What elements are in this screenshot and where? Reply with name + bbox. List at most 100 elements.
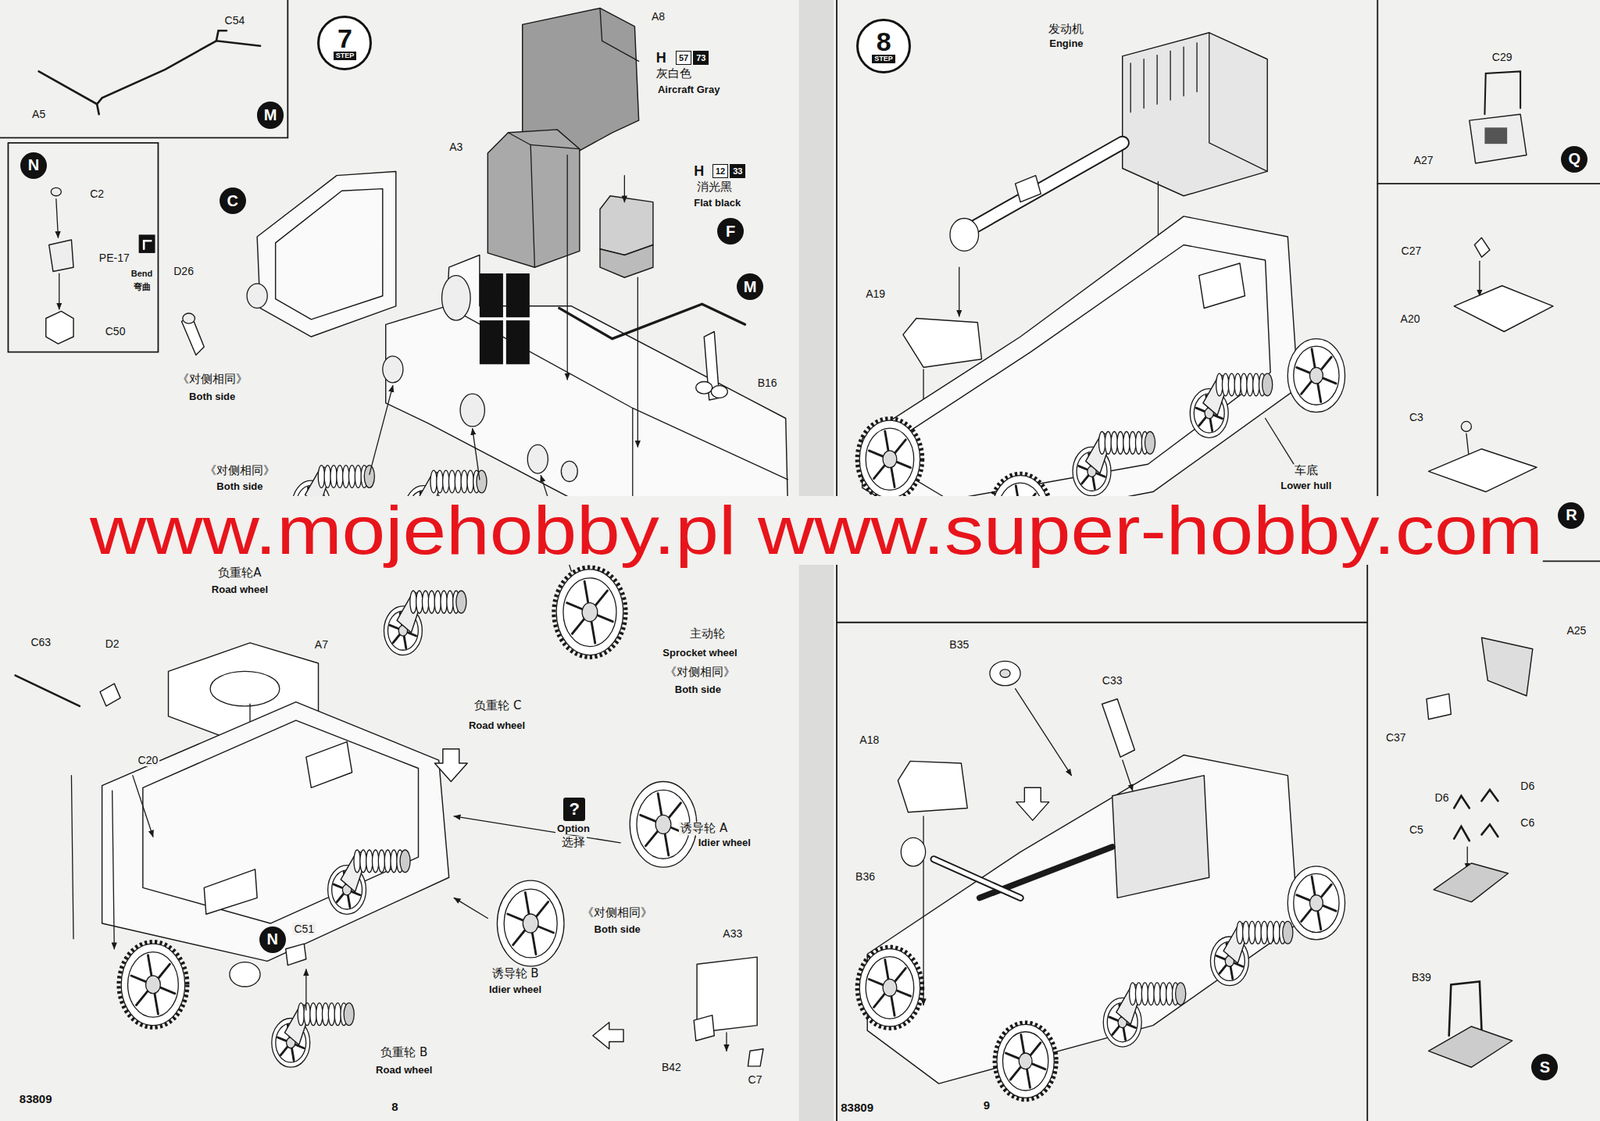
wheel-spoke [1296,367,1312,374]
wheel-spoke [158,986,175,994]
spring-cap [400,850,411,873]
leader-line [567,155,568,380]
hatch-grille [506,273,530,318]
panel-edge [530,144,535,268]
wheel-spoke [1026,1067,1030,1089]
coil-spring [1153,982,1161,1006]
part-name-chinese: 主动轮 [688,628,727,642]
part-number: D6 [1433,791,1451,804]
part-name-chinese: 车底 [1292,464,1320,479]
callout-letter: Q [1560,146,1588,173]
wheel-spoke [157,964,170,980]
part-number: D26 [171,264,196,278]
wheel-disc [1293,873,1340,933]
part-number: A8 [650,10,667,23]
flange-part [989,660,1021,686]
hatch-grille [506,320,530,365]
wheel-spoke [507,914,525,922]
inset-frame [1366,560,1368,1121]
spring-cap [364,465,375,489]
callout-letter: M [736,273,764,300]
part-name-chinese: 《对侧相同》 [175,372,250,386]
inset-frame [1377,182,1600,185]
node-label: N [28,156,40,175]
transmission-cover [903,318,983,368]
wheel-disc [128,952,179,1018]
part-number: A7 [313,638,330,651]
wheel-spoke [1082,474,1090,484]
coil-spring [1166,982,1173,1006]
handle-part [1484,71,1521,115]
stowage-box [1199,263,1246,308]
sprocket-teeth [857,418,922,500]
part-name-chinese: 选择 [560,835,587,850]
node-label: M [264,106,278,125]
coil-spring [317,465,325,489]
coil-spring [378,850,385,873]
coil-spring [1135,431,1142,454]
stowage-box [203,869,258,915]
paint-code-prefix: H [692,163,706,180]
part-name-chinese: 《对侧相同》 [580,906,654,920]
part-name-chinese: 《对侧相同》 [203,464,277,479]
wheel-spoke [347,893,350,908]
coil-spring [1228,373,1235,397]
wheel-spoke [868,978,885,986]
coil-spring [434,590,441,614]
part-name-chinese: 负重轮 C [472,699,523,713]
page-number: 83809 [839,1101,875,1115]
engine-detail [1169,50,1171,100]
hook-part [1481,789,1498,801]
wheel-spoke [1301,907,1313,922]
stowage-box [306,742,353,789]
coil-spring [416,590,423,614]
hull-outline [867,755,1298,1085]
color-code: 73 [692,50,709,65]
leader-line [112,790,115,949]
small-part [100,683,121,707]
hub [460,393,485,427]
wheel-spoke [645,829,659,847]
coil-spring [1260,921,1268,944]
part-number: C20 [136,753,161,767]
wheel-spoke [333,884,344,889]
engine-detail [1196,42,1197,93]
part-number: C5 [1407,823,1425,836]
hatch-grille [479,273,504,318]
coil-spring [1253,373,1260,397]
wheel-spoke [1311,349,1315,370]
wheel-spoke [336,892,345,903]
coil-spring [1221,373,1229,397]
engine-block [1112,775,1210,899]
wheel-rim [121,943,186,1025]
coil-spring [440,590,447,614]
cylinder-part [1102,699,1136,758]
callout-letter: N [20,152,47,179]
wheel-spoke [895,460,911,468]
coil-spring [1098,431,1105,454]
part-name-english: Both side [673,683,723,696]
part-name-english: Flat black [692,196,743,209]
part-name-chinese: 负重轮A [216,566,263,580]
wheel-spoke [525,892,529,916]
wheel-rim [1287,339,1345,413]
handle-part [1449,981,1483,1036]
wheel-spoke [571,617,586,634]
part-number: C63 [28,635,53,649]
wheel-disc [1293,346,1340,405]
spring-cap [1175,982,1186,1006]
node-label: 8 [876,28,892,55]
coil-spring [1242,921,1250,944]
leader-line [472,428,480,480]
wheel-spoke [1021,1034,1025,1055]
coil-spring [1135,982,1142,1006]
drive-flange [950,218,979,252]
bend-icon [143,240,151,249]
box-part [1433,863,1508,903]
sprocket-teeth [553,567,626,658]
coil-spring [384,850,391,873]
hull-edge [446,306,788,480]
small-part [46,310,74,344]
rod-part [559,303,746,339]
